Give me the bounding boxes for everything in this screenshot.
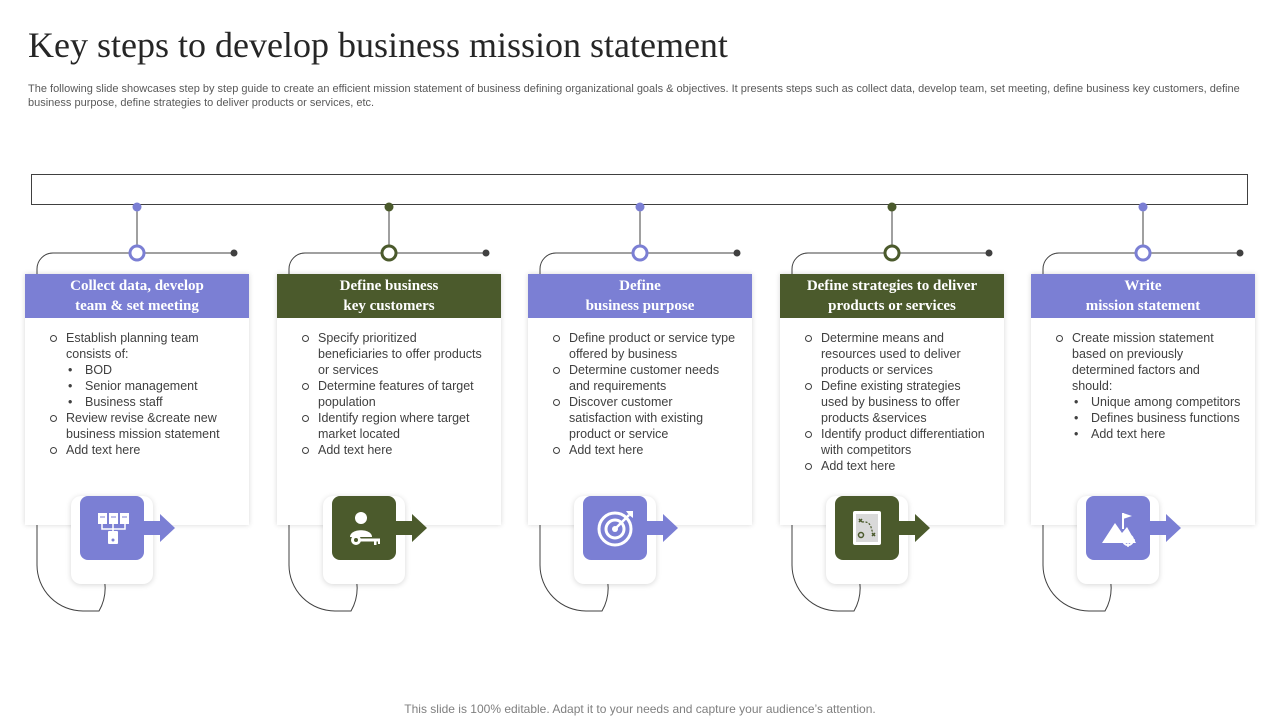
step-heading: Define strategies to deliver products or… <box>780 274 1004 318</box>
step-subitem: Business staff <box>66 394 235 410</box>
step-items: Define product or service type offered b… <box>550 330 738 458</box>
step-item: Add text here <box>550 442 738 458</box>
top-connector-dot <box>384 202 394 212</box>
step-items: Specify prioritized beneficiaries to off… <box>299 330 487 458</box>
step-item-text: Define product or service type offered b… <box>569 331 736 361</box>
top-connector-dot <box>887 202 897 212</box>
step-item-text: Identify product differentiation with co… <box>821 427 985 457</box>
step-body: Establish planning team consists of:BODS… <box>25 318 249 458</box>
end-dot <box>733 249 741 257</box>
step-body: Determine means and resources used to de… <box>780 318 1004 474</box>
step-subitem: BOD <box>66 362 235 378</box>
step-item-text: Determine means and resources used to de… <box>821 331 961 377</box>
step-item: Specify prioritized beneficiaries to off… <box>299 330 487 378</box>
step-item: Determine customer needs and requirement… <box>550 362 738 394</box>
end-dot <box>230 249 238 257</box>
person-key-icon <box>332 496 396 560</box>
step-subitems: Unique among competitorsDefines business… <box>1072 394 1241 442</box>
step-item: Add text here <box>47 442 235 458</box>
step-item-text: Establish planning team consists of: <box>66 331 199 361</box>
step-node <box>380 244 398 262</box>
step-items: Create mission statement based on previo… <box>1053 330 1241 442</box>
end-dot <box>985 249 993 257</box>
step-item-text: Create mission statement based on previo… <box>1072 331 1214 393</box>
step-item-text: Discover customer satisfaction with exis… <box>569 395 704 441</box>
step-node <box>631 244 649 262</box>
frame-loop-line <box>288 252 486 612</box>
step-item: Define product or service type offered b… <box>550 330 738 362</box>
step-items: Determine means and resources used to de… <box>802 330 990 474</box>
step-item: Review revise &create new business missi… <box>47 410 235 442</box>
step-heading: Collect data, develop team & set meeting <box>25 274 249 318</box>
page-subtitle: The following slide showcases step by st… <box>28 83 1240 109</box>
arrow-right-icon <box>144 514 175 542</box>
step-item: Define existing strategies used by busin… <box>802 378 990 426</box>
frame-loop-line <box>539 252 737 612</box>
documents-network-icon <box>80 496 144 560</box>
step-item: Create mission statement based on previo… <box>1053 330 1241 442</box>
step-item: Determine features of target population <box>299 378 487 410</box>
step-item-text: Specify prioritized beneficiaries to off… <box>318 331 482 377</box>
step-heading: Define business purpose <box>528 274 752 318</box>
step-subitem: Unique among competitors <box>1072 394 1241 410</box>
step-body: Specify prioritized beneficiaries to off… <box>277 318 501 458</box>
step-body: Create mission statement based on previo… <box>1031 318 1255 442</box>
strategy-board-icon <box>835 496 899 560</box>
step-item: Discover customer satisfaction with exis… <box>550 394 738 442</box>
step-item-text: Add text here <box>318 443 393 457</box>
step-item-text: Review revise &create new business missi… <box>66 411 220 441</box>
mountain-flag-icon <box>1086 496 1150 560</box>
arrow-right-icon <box>396 514 427 542</box>
step-subitem: Senior management <box>66 378 235 394</box>
step-card: Collect data, develop team & set meeting… <box>25 274 249 525</box>
step-item-text: Identify region where target market loca… <box>318 411 470 441</box>
step-body: Define product or service type offered b… <box>528 318 752 458</box>
step-subitem: Add text here <box>1072 426 1241 442</box>
step-card: Define strategies to deliver products or… <box>780 274 1004 525</box>
step-item-text: Define existing strategies used by busin… <box>821 379 961 425</box>
top-connector-dot <box>635 202 645 212</box>
step-item-text: Add text here <box>569 443 644 457</box>
step-node <box>128 244 146 262</box>
step-item: Add text here <box>802 458 990 474</box>
step-heading: Write mission statement <box>1031 274 1255 318</box>
end-dot <box>1236 249 1244 257</box>
frame-loop-line <box>36 252 234 612</box>
end-dot <box>482 249 490 257</box>
step-item-text: Add text here <box>821 459 896 473</box>
step-item: Determine means and resources used to de… <box>802 330 990 378</box>
top-connector-dot <box>1138 202 1148 212</box>
step-heading: Define business key customers <box>277 274 501 318</box>
footer-note: This slide is 100% editable. Adapt it to… <box>404 702 876 716</box>
target-icon <box>583 496 647 560</box>
arrow-right-icon <box>899 514 930 542</box>
step-node <box>1134 244 1152 262</box>
frame-loop-line <box>1042 252 1240 612</box>
arrow-right-icon <box>647 514 678 542</box>
step-item: Establish planning team consists of:BODS… <box>47 330 235 410</box>
step-items: Establish planning team consists of:BODS… <box>47 330 235 458</box>
step-subitems: BODSenior managementBusiness staff <box>66 362 235 410</box>
step-item: Identify product differentiation with co… <box>802 426 990 458</box>
step-subitem: Defines business functions <box>1072 410 1241 426</box>
step-item-text: Add text here <box>66 443 141 457</box>
step-item-text: Determine customer needs and requirement… <box>569 363 720 393</box>
step-node <box>883 244 901 262</box>
step-item: Add text here <box>299 442 487 458</box>
step-item: Identify region where target market loca… <box>299 410 487 442</box>
page-title: Key steps to develop business mission st… <box>28 25 728 65</box>
frame-loop-line <box>791 252 989 612</box>
arrow-right-icon <box>1150 514 1181 542</box>
step-item-text: Determine features of target population <box>318 379 474 409</box>
top-connector-dot <box>132 202 142 212</box>
